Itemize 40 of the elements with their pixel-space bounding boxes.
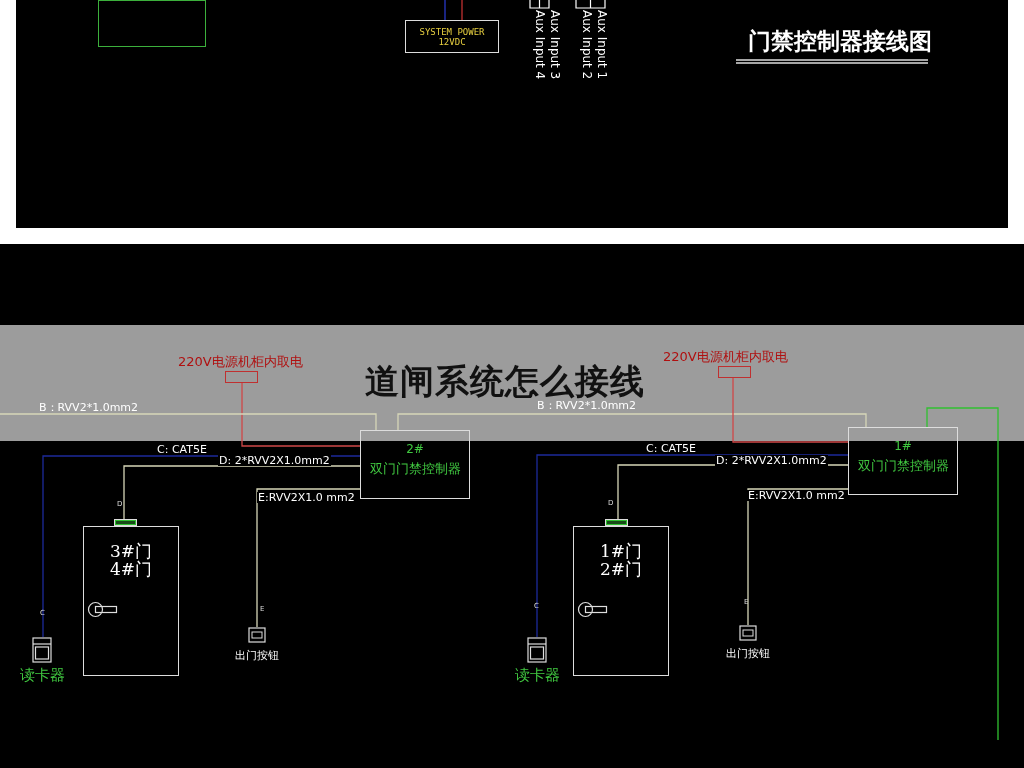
edge-label: D: 2*RVV2X1.0mm2 [218,455,331,466]
door-number: 3#门 [108,543,154,560]
edge-label: B：RVV2*1.0mm2 [536,400,638,411]
wire [461,0,463,21]
edge-label: D: 2*RVV2X1.0mm2 [715,455,828,466]
door-number: 2#门 [598,561,644,578]
source-label: 220V电源机柜内取电 [178,355,303,368]
wire [926,407,999,741]
wire [123,465,361,520]
reader-label: 读卡器 [18,668,66,683]
wire [256,488,361,628]
door-number: 1#门 [598,543,644,560]
controller-label: 双门门禁控制器 [856,459,950,472]
wire [397,413,867,431]
wire [536,454,849,638]
wire [747,488,849,626]
edge-label: E:RVV2X1.0 mm2 [747,490,846,501]
controller-number: 1# [893,440,913,452]
button-label: 出门按钮 [725,648,771,659]
door-number: 4#门 [108,561,154,578]
input-label: Aux Input 4 [534,10,546,80]
wire [241,382,361,447]
input-label: Aux Input 2 [581,10,593,80]
input-label: Aux Input 3 [549,10,561,80]
wire [0,413,377,431]
input-label: Aux Input 1 [596,10,608,80]
wire [444,0,446,21]
controller-number: 2# [405,443,425,455]
controller-label: 双门门禁控制器 [368,462,462,475]
wire [732,377,849,443]
button-label: 出门按钮 [234,650,280,661]
drawing-name: 门禁控制器接线图 [748,30,932,53]
edge-label: C: CAT5E [645,443,697,454]
edge-label: B：RVV2*1.0mm2 [38,402,140,413]
power-supply-label: SYSTEM POWER 12VDC [418,27,486,47]
edge-label: E:RVV2X1.0 mm2 [257,492,356,503]
edge-label: C: CAT5E [156,444,208,455]
banner-title: 道闸系统怎么接线 [365,364,645,398]
reader-label: 读卡器 [513,668,561,683]
source-label: 220V电源机柜内取电 [663,350,788,363]
